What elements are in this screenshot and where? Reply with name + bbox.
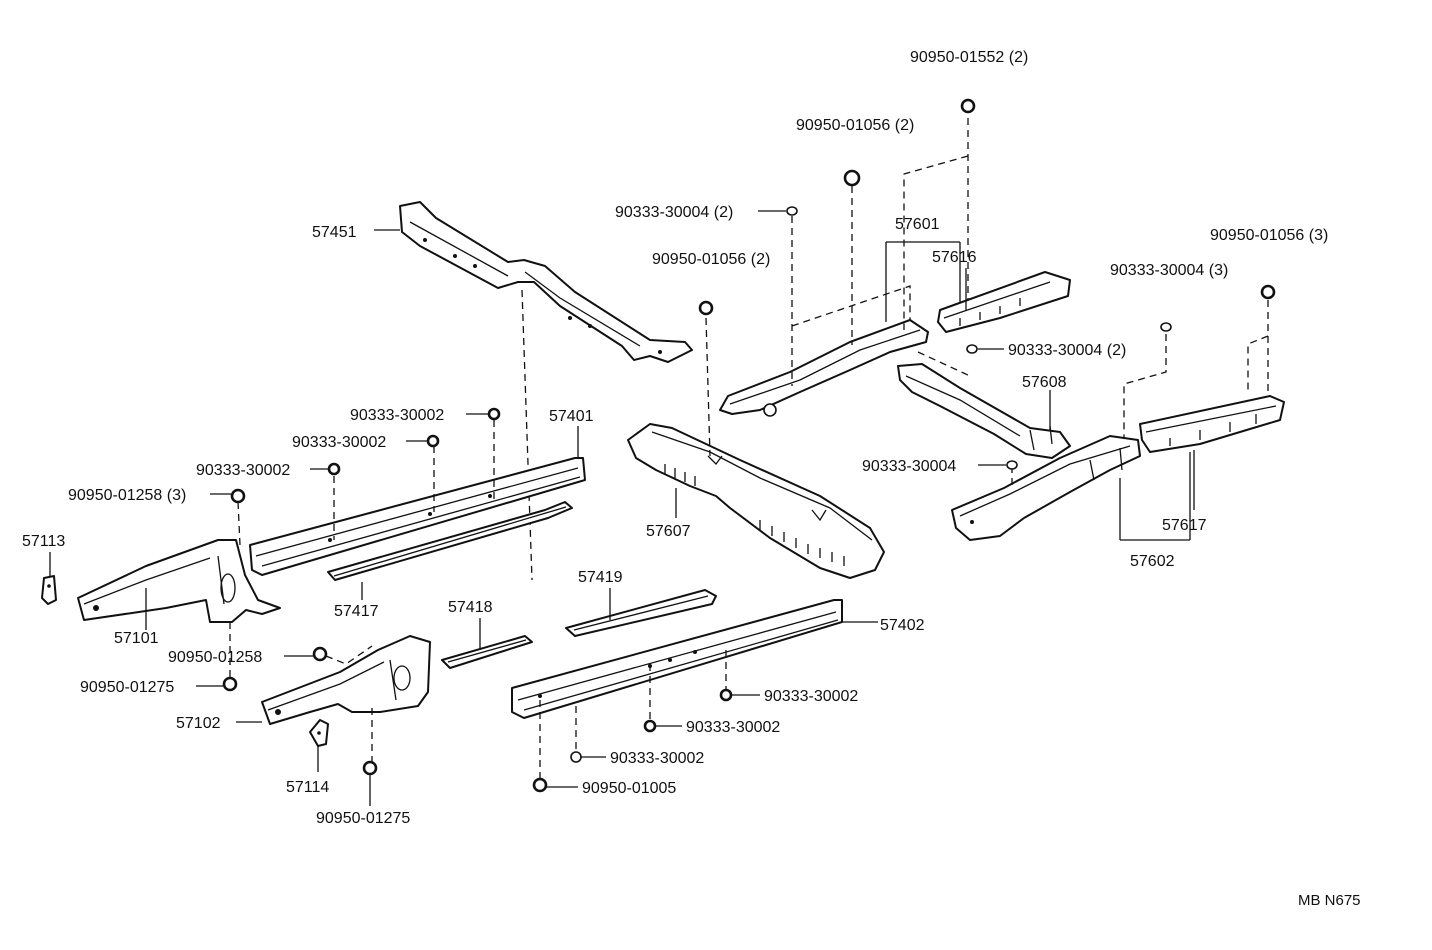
label-57608: 57608 [1022, 374, 1067, 391]
plug-90333-30002-d[interactable] [719, 688, 733, 702]
label-90333-30004-b: 90333-30004 (2) [1008, 342, 1126, 359]
label-90333-30002-a: 90333-30002 [350, 407, 444, 424]
part-57101-front-side-member[interactable] [77, 539, 281, 623]
plug-90950-01005[interactable] [532, 777, 548, 793]
part-57417-reinforcement[interactable] [327, 501, 573, 581]
plug-90950-01275-a[interactable] [222, 676, 238, 692]
plug-90950-01275-b[interactable] [362, 760, 378, 776]
label-90333-30002-e: 90333-30002 [686, 719, 780, 736]
label-57607: 57607 [646, 523, 691, 540]
label-57114: 57114 [286, 779, 329, 796]
part-57402-rocker-panel[interactable] [511, 599, 843, 719]
part-57418-reinforcement[interactable] [441, 635, 533, 669]
label-57419: 57419 [578, 569, 623, 586]
part-57617-extension[interactable] [1139, 395, 1285, 453]
label-90950-01056-b: 90950-01056 (2) [652, 251, 770, 268]
label-57102: 57102 [176, 715, 221, 732]
label-57417: 57417 [334, 603, 379, 620]
label-57617: 57617 [1162, 517, 1207, 534]
plug-90333-30004-d[interactable] [1006, 460, 1018, 470]
plug-90333-30002-f[interactable] [570, 751, 582, 763]
part-57102-front-side-member[interactable] [261, 635, 431, 725]
part-57608-rear-crossmember[interactable] [897, 363, 1071, 459]
plug-90950-01258-b[interactable] [312, 646, 328, 662]
label-90333-30002-d: 90333-30002 [764, 688, 858, 705]
label-90950-01258-a: 90950-01258 (3) [68, 487, 186, 504]
part-57113-bracket[interactable] [41, 575, 57, 605]
part-57451-crossmember[interactable] [399, 201, 693, 363]
label-90950-01056-a: 90950-01056 (2) [796, 117, 914, 134]
plug-90950-01258-a[interactable] [230, 488, 246, 504]
part-57607-floor-member[interactable] [627, 423, 885, 579]
label-90950-01005: 90950-01005 [582, 780, 676, 797]
plug-90950-01552[interactable] [960, 98, 976, 114]
label-90950-01552: 90950-01552 (2) [910, 49, 1028, 66]
plug-90333-30002-c[interactable] [327, 462, 341, 476]
label-57401: 57401 [549, 408, 594, 425]
plug-90333-30002-e[interactable] [643, 719, 657, 733]
label-57101: 57101 [114, 630, 159, 647]
plug-90333-30002-b[interactable] [426, 434, 440, 448]
label-90333-30002-c: 90333-30002 [196, 462, 290, 479]
label-90333-30002-b: 90333-30002 [292, 434, 386, 451]
plug-90950-01056-a[interactable] [843, 169, 861, 187]
label-57602: 57602 [1130, 553, 1175, 570]
plug-90950-01056-c[interactable] [1260, 284, 1276, 300]
label-57616: 57616 [932, 249, 977, 266]
part-57401-rocker-panel[interactable] [249, 457, 586, 576]
plug-90950-01056-b[interactable] [698, 300, 714, 316]
label-90333-30004-a: 90333-30004 (2) [615, 204, 733, 221]
plug-90333-30002-a[interactable] [487, 407, 501, 421]
label-90333-30004-c: 90333-30004 (3) [1110, 262, 1228, 279]
part-57616-extension[interactable] [937, 271, 1071, 333]
label-57402: 57402 [880, 617, 925, 634]
label-90950-01056-c: 90950-01056 (3) [1210, 227, 1328, 244]
part-57419-reinforcement[interactable] [565, 589, 717, 637]
plug-90333-30004-a[interactable] [786, 206, 798, 216]
part-57602-rear-side-member[interactable] [951, 435, 1141, 541]
label-57451: 57451 [312, 224, 357, 241]
diagram-id: MB N675 [1298, 892, 1361, 909]
plug-90333-30004-c[interactable] [1160, 322, 1172, 332]
label-90950-01275-b: 90950-01275 [316, 810, 410, 827]
label-90950-01258-b: 90950-01258 [168, 649, 262, 666]
plug-90333-30004-b[interactable] [966, 344, 978, 354]
part-57601-rear-side-member[interactable] [719, 319, 929, 417]
label-57113: 57113 [22, 533, 65, 550]
label-90950-01275-a: 90950-01275 [80, 679, 174, 696]
label-90333-30002-f: 90333-30002 [610, 750, 704, 767]
part-57114-bracket[interactable] [309, 719, 329, 747]
label-57418: 57418 [448, 599, 493, 616]
label-90333-30004-d: 90333-30004 [862, 458, 956, 475]
label-57601: 57601 [895, 216, 940, 233]
